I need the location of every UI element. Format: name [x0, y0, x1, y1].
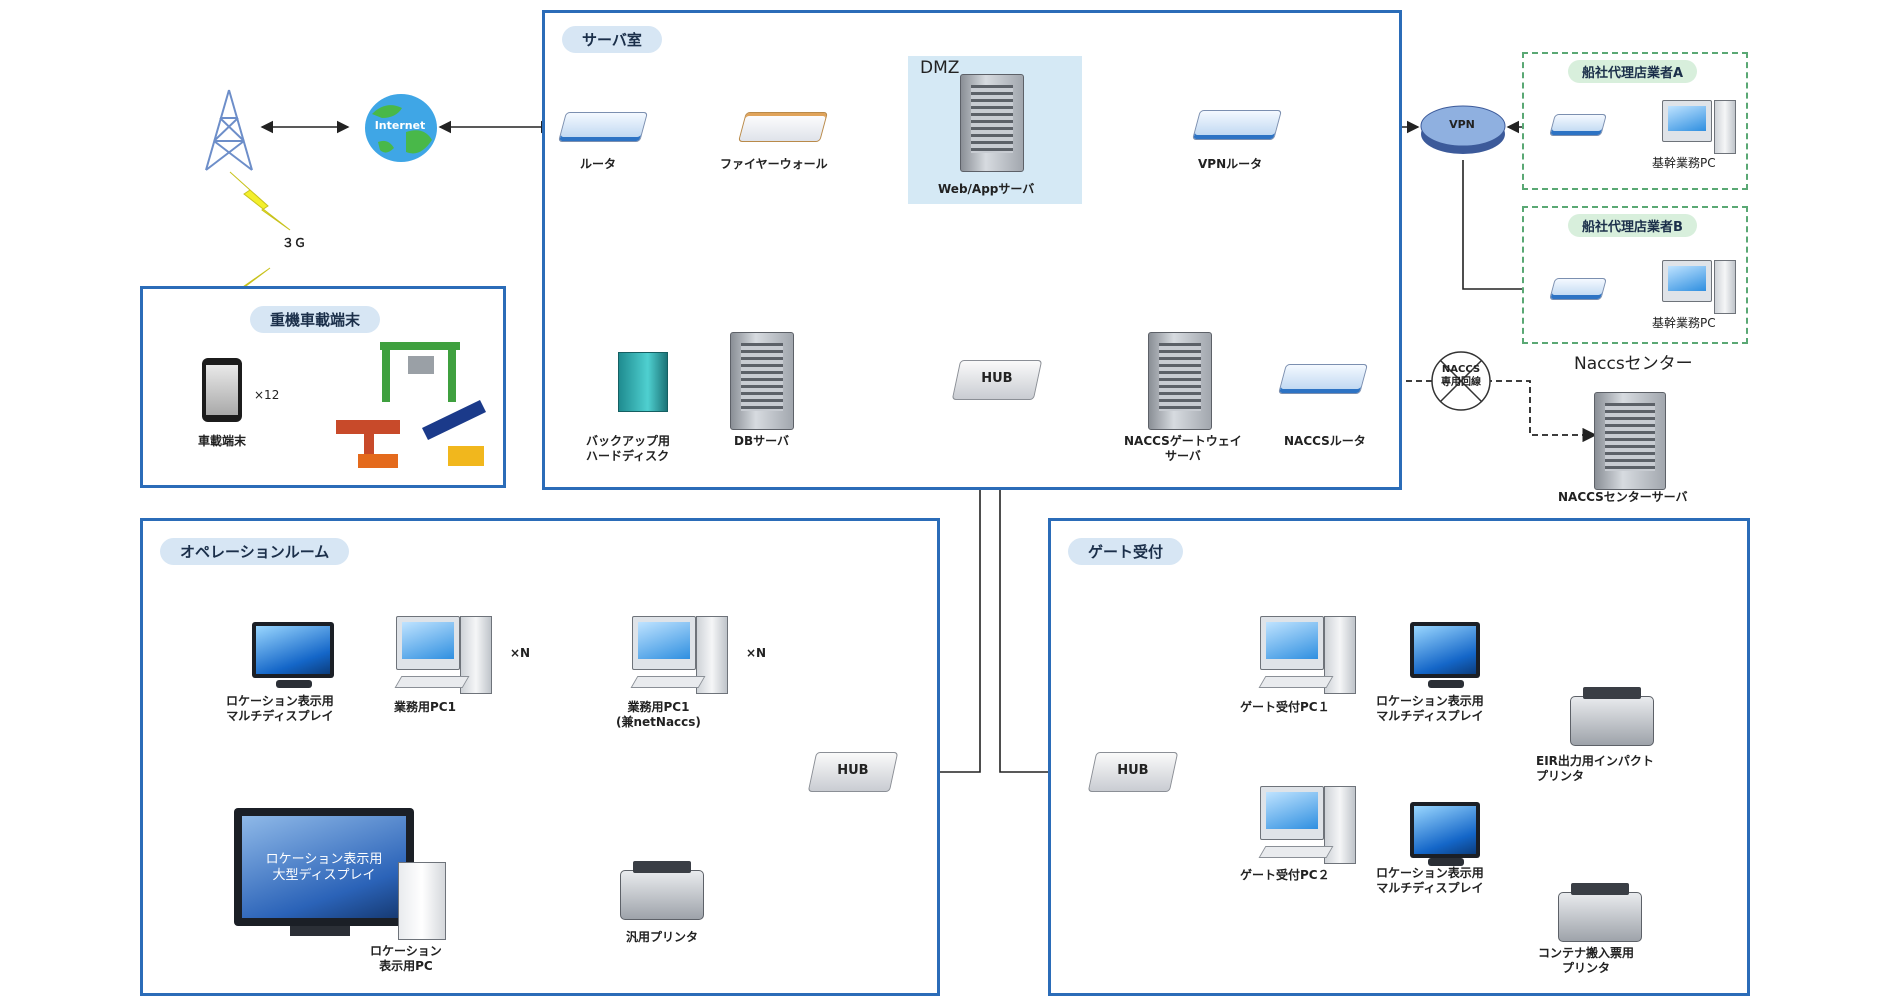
router-icon: [557, 112, 649, 142]
tablet-terminal-icon: [202, 358, 242, 422]
op-large-display-text: ロケーション表示用大型ディスプレイ: [265, 852, 383, 884]
db-server-label: DBサーバ: [734, 434, 789, 448]
op-pc1-monitor-icon: [396, 616, 460, 670]
agent-b-title: 船社代理店業者B: [1568, 214, 1697, 237]
internet-globe-icon: [365, 94, 437, 162]
server-hub-icon: HUB: [951, 360, 1043, 400]
vpn-router-icon: [1191, 110, 1283, 140]
op-hub-icon: HUB: [807, 752, 899, 792]
terminal-label: 車載端末: [198, 434, 247, 448]
op-pc2-label: 業務用PC1(兼netNaccs): [616, 700, 701, 729]
vpn-cloud-icon: [1420, 105, 1506, 154]
eir-printer-label: EIR出力用インパクトプリンタ: [1536, 754, 1654, 783]
op-pc2-monitor-icon: [632, 616, 696, 670]
agent-a-pc-tower-icon: [1714, 100, 1736, 154]
dmz-label: DMZ: [920, 58, 960, 78]
gate-pc2-monitor-icon: [1260, 786, 1324, 840]
naccs-gateway-server-icon: [1148, 332, 1212, 430]
agent-a-pc-label: 基幹業務PC: [1652, 156, 1716, 170]
naccs-router-icon: [1277, 364, 1369, 394]
agent-b-pc-monitor-icon: [1662, 260, 1712, 302]
agent-b-pc-label: 基幹業務PC: [1652, 316, 1716, 330]
agent-b-pc-tower-icon: [1714, 260, 1736, 314]
gate-pc2-keyboard-icon: [1258, 846, 1334, 858]
server-room-title: サーバ室: [562, 26, 662, 53]
vpn-router-label: VPNルータ: [1198, 157, 1263, 171]
op-large-display-stand: [290, 926, 350, 936]
op-pc1-keyboard-icon: [394, 676, 470, 688]
naccs-center-label: Naccsセンター: [1574, 354, 1693, 374]
eir-printer-icon: [1570, 687, 1654, 746]
container-printer-label: コンテナ搬入票用プリンタ: [1538, 946, 1635, 975]
antenna-label: ３Ｇ: [282, 236, 307, 250]
op-pc1-label: 業務用PC1: [394, 700, 456, 714]
antenna-tower-icon: [205, 89, 253, 171]
agent-a-router-icon: [1549, 114, 1607, 136]
gate-hub-icon: HUB: [1087, 752, 1179, 792]
naccs-center-server-icon: [1594, 392, 1666, 490]
wire-vpn-agentb: [1462, 160, 1542, 296]
op-location-pc-label: ロケーション表示用PC: [370, 944, 442, 973]
op-printer-label: 汎用プリンタ: [626, 930, 699, 944]
op-location-pc-icon: [398, 862, 446, 940]
vpn-label: VPN: [1449, 118, 1475, 131]
agent-a-title: 船社代理店業者A: [1568, 60, 1698, 83]
lightning-bolt-1: [229, 171, 291, 231]
gate-display1-stand: [1428, 680, 1464, 688]
heavy-machine-title: 重機車載端末: [250, 306, 381, 333]
container-printer-icon: [1558, 883, 1642, 942]
op-large-display-icon: [234, 808, 414, 926]
op-multi-display-label: ロケーション表示用マルチディスプレイ: [226, 694, 334, 723]
op-multi-display-icon: [252, 622, 334, 678]
internet-label: Internet: [374, 119, 426, 132]
op-pc1-count: ×N: [510, 646, 531, 660]
db-server-icon: [730, 332, 794, 430]
backup-disk-label: バックアップ用ハードディスク: [586, 434, 671, 463]
op-printer-icon: [620, 861, 704, 920]
gate-pc1-label: ゲート受付PC１: [1240, 700, 1330, 714]
naccs-center-server-label: NACCSセンターサーバ: [1558, 490, 1688, 504]
gate-display2-icon: [1410, 802, 1480, 858]
operation-room-title: オペレーションルーム: [160, 538, 350, 565]
web-server-label: Web/Appサーバ: [938, 182, 1035, 196]
web-server-icon: [960, 74, 1024, 172]
firewall-label: ファイヤーウォール: [720, 157, 828, 171]
router-label: ルータ: [580, 157, 617, 171]
backup-disk-icon: [618, 352, 668, 412]
op-multi-display-stand: [276, 680, 312, 688]
agent-b-router-icon: [1549, 278, 1607, 300]
gate-title: ゲート受付: [1068, 538, 1184, 565]
op-pc2-keyboard-icon: [630, 676, 706, 688]
gate-display2-label: ロケーション表示用マルチディスプレイ: [1376, 866, 1484, 895]
gate-pc1-keyboard-icon: [1258, 676, 1334, 688]
agent-a-pc-monitor-icon: [1662, 100, 1712, 142]
naccs-dedicated-line-icon: [1431, 351, 1491, 411]
op-pc2-count: ×N: [746, 646, 767, 660]
firewall-icon: [737, 112, 829, 142]
gate-display1-icon: [1410, 622, 1480, 678]
gate-display2-stand: [1428, 858, 1464, 866]
gate-pc2-label: ゲート受付PC２: [1240, 868, 1330, 882]
terminal-count: ×12: [254, 388, 280, 402]
gate-display1-label: ロケーション表示用マルチディスプレイ: [1376, 694, 1484, 723]
naccs-router-label: NACCSルータ: [1284, 434, 1366, 448]
naccs-gateway-label: NACCSゲートウェイサーバ: [1124, 434, 1242, 463]
gate-pc1-monitor-icon: [1260, 616, 1324, 670]
heavy-machines-icon: [336, 342, 486, 468]
